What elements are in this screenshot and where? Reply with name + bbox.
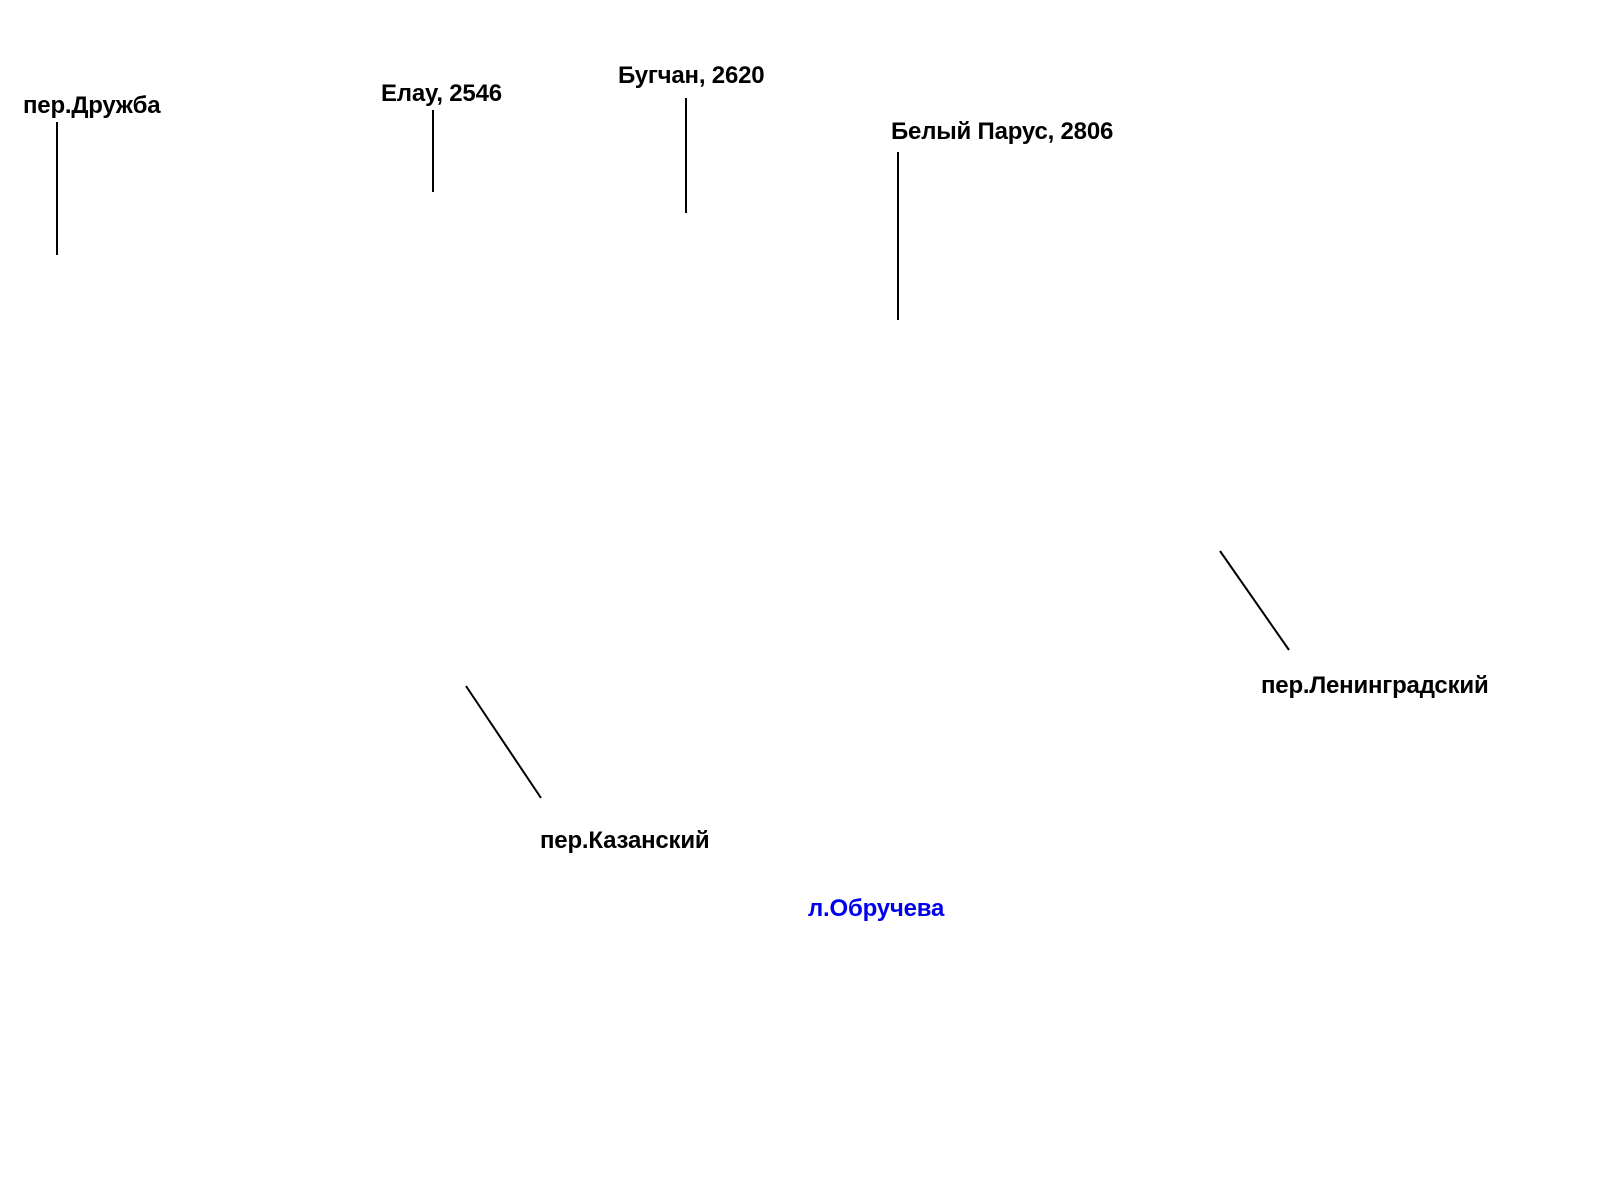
label-glacier-obrucheva: л.Обручева (808, 895, 945, 922)
label-peak-bely-parus: Белый Парус, 2806 (891, 118, 1114, 145)
leader-line-kazansky (465, 685, 542, 799)
label-pass-kazansky: пер.Казанский (540, 827, 710, 854)
label-pass-druzhba: пер.Дружба (23, 92, 161, 119)
label-peak-bugchan: Бугчан, 2620 (618, 62, 765, 89)
label-pass-leningradsky: пер.Ленинградский (1261, 672, 1489, 699)
label-peak-elau: Елау, 2546 (381, 80, 502, 107)
leader-line-leningradsky (1219, 550, 1290, 651)
